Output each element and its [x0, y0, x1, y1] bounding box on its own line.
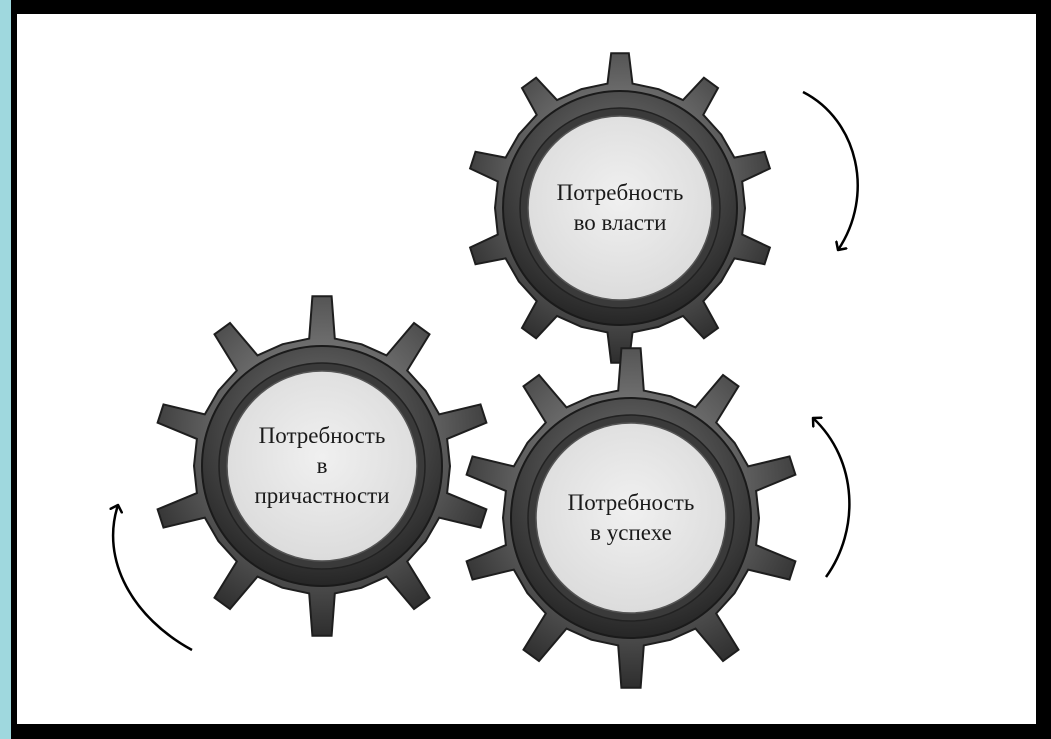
gear-label-power-line-1: Потребность — [557, 180, 684, 205]
gear-hub — [527, 115, 713, 301]
rotation-arrow-affiliation — [113, 505, 193, 652]
gear-hub — [226, 370, 418, 562]
gear-hub — [535, 422, 727, 614]
gear-label-affiliation-line-2: в — [317, 453, 328, 478]
gear-label-achievement-line-2: в успехе — [590, 520, 672, 545]
rotation-arrow-power — [802, 90, 859, 250]
side-strip — [0, 0, 11, 739]
gear-label-affiliation-line-1: Потребность — [259, 423, 386, 448]
gear-power: Потребность во власти — [468, 52, 772, 364]
gear-affiliation: Потребность в причастности — [156, 295, 488, 637]
gear-achievement: Потребность в успехе — [465, 347, 797, 689]
rotation-arrow-achievement — [813, 418, 851, 578]
gear-label-power-line-2: во власти — [574, 210, 667, 235]
gear-label-achievement-line-1: Потребность — [568, 490, 695, 515]
gear-label-affiliation-line-3: причастности — [254, 483, 389, 508]
